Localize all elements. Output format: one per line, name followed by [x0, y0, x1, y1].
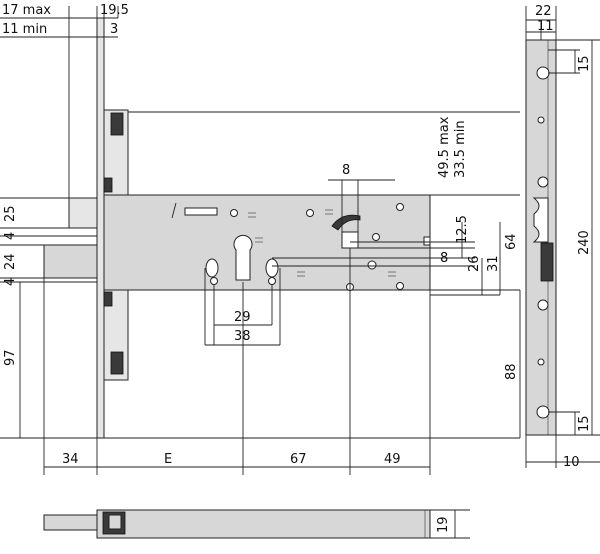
bottom-view-housing-inner: [108, 514, 122, 530]
dim-3: 3: [110, 22, 118, 37]
dim-49-5-max: 49.5 max: [437, 116, 452, 178]
faceplate-edge: [96, 17, 105, 439]
dim-26: 26: [467, 255, 482, 272]
dim-8-mid: 8: [440, 251, 448, 266]
case-screw-4: [372, 233, 380, 241]
square-bolt: [43, 244, 98, 279]
cross-marks: [248, 209, 396, 277]
spindle-square: [341, 231, 359, 249]
lock-front-view: [43, 17, 431, 439]
dim-34: 34: [62, 452, 79, 467]
dim-22: 22: [535, 4, 552, 19]
dim-8-top: 8: [342, 163, 350, 178]
right-slot: [423, 236, 431, 246]
dim-31: 31: [486, 255, 501, 272]
dim-4: 4: [3, 232, 18, 240]
dim-15-bottom: 15: [577, 415, 592, 432]
case-screw-1: [230, 209, 238, 217]
dim-29: 29: [234, 310, 251, 325]
case-screw-3: [396, 203, 404, 211]
upper-bolt-notch: [103, 177, 113, 193]
dim-11: 11: [537, 19, 554, 34]
dim-4b: 4: [3, 278, 18, 286]
case-screw-2: [306, 209, 314, 217]
dim-49: 49: [384, 452, 401, 467]
faceplate-bolt-window: [540, 242, 554, 282]
dimension-labels: 17 max 11 min 19.5 3 25 4 24 4 97 49.5 m…: [2, 3, 592, 533]
faceplate-cutout: [532, 197, 549, 243]
dim-15-top: 15: [577, 55, 592, 72]
bottom-view-dim-lines: [430, 509, 470, 539]
case-screw-7: [367, 260, 377, 270]
cylinder-hole: [233, 234, 253, 281]
lower-bolt-head: [110, 351, 124, 375]
screw-hole-right: [268, 277, 276, 285]
dim-67: 67: [290, 452, 307, 467]
faceplate-dim-lines: [525, 6, 600, 468]
faceplate-view: [525, 39, 557, 436]
dimension-lines: [0, 6, 521, 475]
case-screw-6: [396, 282, 404, 290]
dim-19: 19: [436, 516, 451, 533]
dim-240: 240: [577, 230, 592, 255]
dim-10: 10: [563, 455, 580, 470]
faceplate-screw-1: [537, 176, 549, 188]
edge-plate: [68, 197, 98, 229]
dim-11-min: 11 min: [2, 22, 47, 37]
faceplate-hole-2: [537, 116, 545, 124]
bottom-view-bolt: [43, 514, 98, 531]
case-slot-line: [171, 202, 177, 219]
faceplate-hole-top: [536, 66, 550, 80]
dim-64: 64: [504, 233, 519, 250]
dim-88: 88: [504, 363, 519, 380]
dim-97: 97: [3, 349, 18, 366]
faceplate-hole-bottom: [536, 405, 550, 419]
lower-bolt-notch: [103, 291, 113, 307]
dim-25: 25: [3, 205, 18, 222]
bottom-view-case: [96, 509, 431, 539]
dim-38: 38: [234, 329, 251, 344]
dim-17-max: 17 max: [2, 3, 51, 18]
screw-slot-right: [265, 258, 279, 278]
faceplate-hole-3: [537, 358, 545, 366]
lock-bottom-view: [43, 509, 431, 539]
dim-24: 24: [3, 253, 18, 270]
lock-case: [103, 194, 431, 291]
dim-33-5-min: 33.5 min: [453, 120, 468, 178]
case-slot: [184, 207, 218, 216]
screw-hole-left: [210, 277, 218, 285]
upper-bolt-head: [110, 112, 124, 136]
dim-E: E: [164, 452, 172, 467]
dim-19-5: 19.5: [100, 3, 129, 18]
dim-12-5: 12.5: [455, 215, 470, 244]
faceplate-screw-2: [537, 299, 549, 311]
screw-slot-left: [205, 258, 219, 278]
